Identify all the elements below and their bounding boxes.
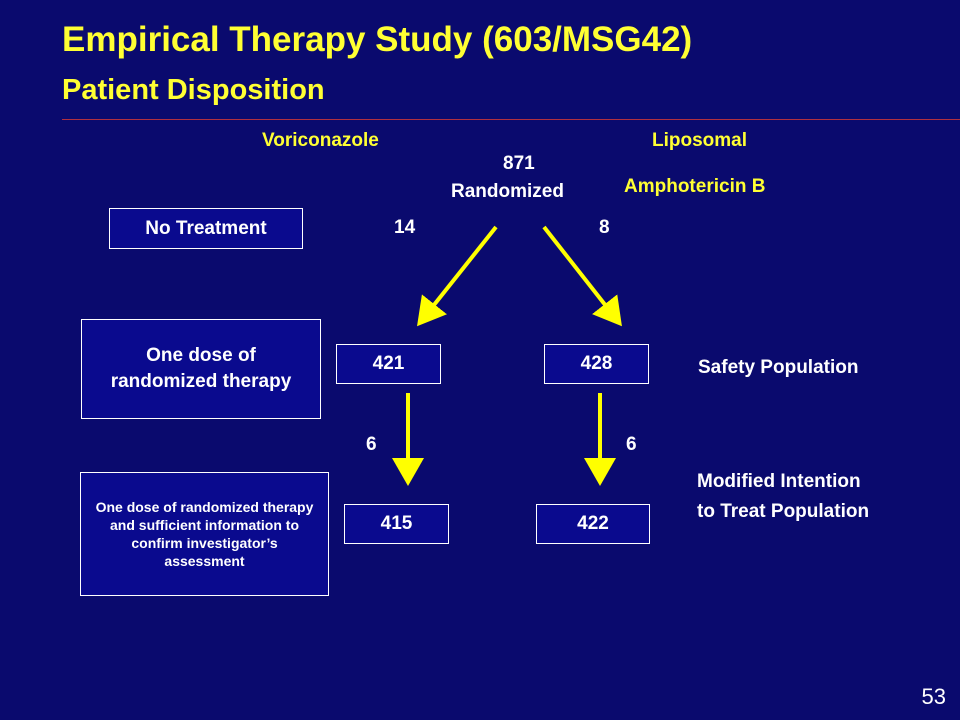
title-divider: [62, 119, 960, 120]
lamb-safety-count: 428: [580, 353, 613, 374]
untreated-vori-count: 14: [394, 217, 416, 238]
mitt-population-label-line1: Modified Intention: [697, 471, 861, 492]
one-dose-label: One dose of randomized therapy: [110, 345, 292, 392]
excluded-vori-mitt-count: 6: [366, 434, 377, 455]
page-number: 53: [921, 684, 946, 709]
slide-title: Empirical Therapy Study (603/MSG42): [62, 20, 693, 59]
liposomal-arm-label-line2: Amphotericin B: [624, 176, 766, 197]
randomized-count: 871: [503, 153, 535, 174]
arrow-to-lamb-safety: [542, 225, 622, 327]
randomized-label: Randomized: [451, 181, 564, 202]
lamb-mitt-count-box: 422: [536, 504, 650, 544]
one-dose-sufficient-label: One dose of randomized therapy and suffi…: [95, 499, 314, 569]
voriconazole-arm-label: Voriconazole: [262, 130, 379, 151]
no-treatment-label: No Treatment: [145, 217, 267, 239]
one-dose-sufficient-box: One dose of randomized therapy and suffi…: [80, 472, 329, 596]
lamb-safety-count-box: 428: [544, 344, 649, 384]
untreated-lamb-count: 8: [599, 217, 610, 238]
mitt-population-label-line2: to Treat Population: [697, 501, 870, 522]
vori-mitt-count: 415: [380, 513, 413, 534]
arrow-to-vori-safety: [417, 225, 498, 327]
excluded-lamb-mitt-count: 6: [626, 434, 637, 455]
one-dose-box: One dose of randomized therapy: [81, 319, 321, 419]
lamb-mitt-count: 422: [577, 513, 609, 534]
vori-safety-count-box: 421: [336, 344, 441, 384]
vori-mitt-count-box: 415: [344, 504, 449, 544]
safety-population-label: Safety Population: [698, 357, 859, 378]
slide-subtitle: Patient Disposition: [62, 74, 325, 106]
liposomal-arm-label-line1: Liposomal: [652, 130, 748, 151]
no-treatment-box: No Treatment: [109, 208, 303, 249]
vori-safety-count: 421: [372, 353, 405, 374]
